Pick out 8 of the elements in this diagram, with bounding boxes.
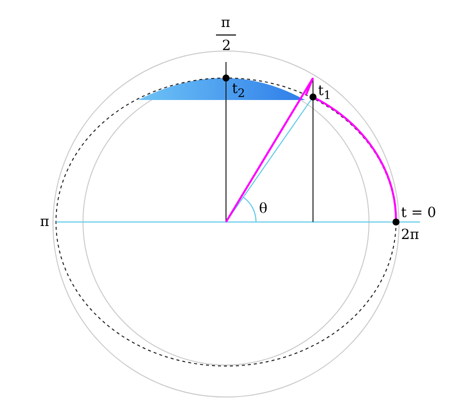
axis-label: 2	[222, 39, 231, 53]
axis-label: 2π	[401, 228, 420, 242]
axis-label: π	[40, 215, 50, 229]
axis-label: π	[221, 16, 230, 30]
axis-label: t$_{2}$	[232, 82, 246, 100]
axis-label: θ	[259, 202, 268, 216]
axis-label: t = 0	[401, 206, 436, 220]
axis-label: t$_{1}$	[318, 84, 332, 102]
